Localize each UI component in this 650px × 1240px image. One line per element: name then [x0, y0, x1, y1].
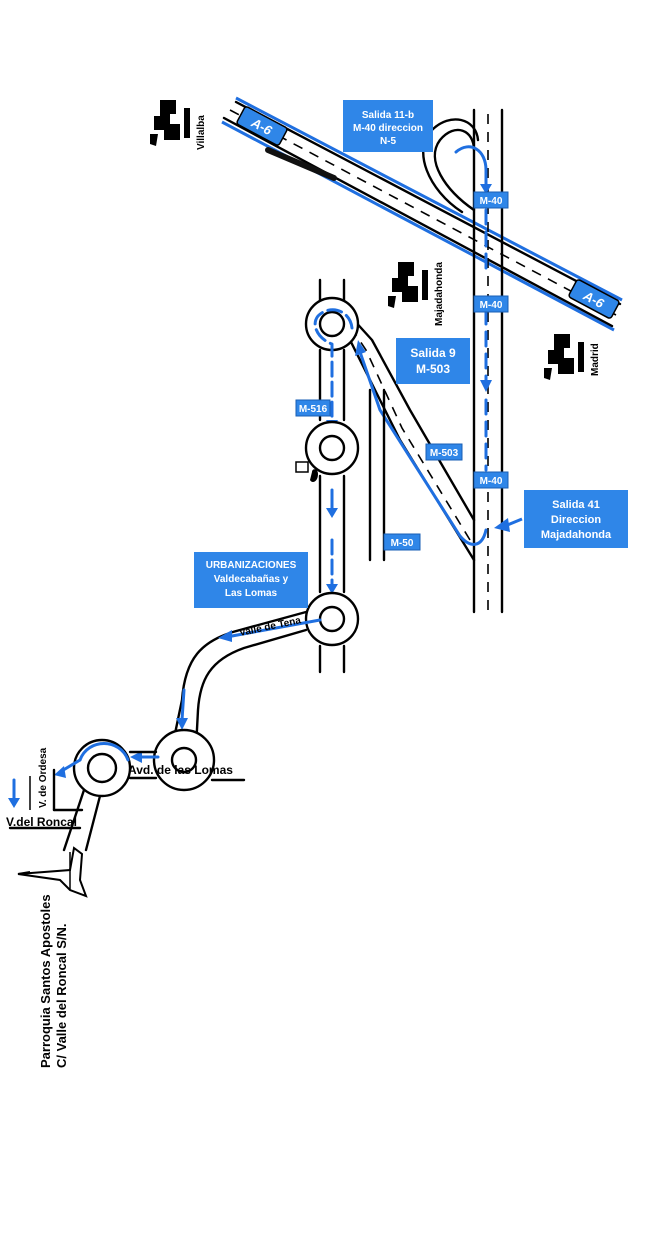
city-icon-madrid — [544, 334, 584, 380]
roundabout-m516 — [295, 420, 360, 594]
info-box-urbanizaciones: URBANIZACIONES Valdecabañas y Las Lomas — [194, 552, 308, 608]
a6-motorway — [221, 96, 623, 332]
info-box-salida-9-line1: Salida 9 — [410, 346, 456, 360]
info-box-salida-11b-line1: Salida 11-b — [362, 110, 414, 121]
shield-m40-b: M-40 — [473, 295, 509, 313]
roundabout-urbanizaciones — [304, 591, 360, 647]
city-icon-villalba — [150, 100, 190, 146]
m50-road — [368, 388, 386, 562]
shield-m516-text: M-516 — [299, 404, 328, 415]
info-box-salida-41-line1: Salida 41 — [552, 499, 600, 511]
shield-m50: M-50 — [383, 533, 421, 551]
roundabout-lomas — [128, 728, 246, 792]
street-label-v-del-roncal: V.del Roncal — [6, 815, 77, 829]
street-label-avd-de-las-lomas: Avd. de las Lomas — [128, 763, 233, 777]
shield-m40-c: M-40 — [473, 471, 509, 489]
a6-sign-bottom: A-6 — [568, 279, 620, 319]
destination-line1: Parroquia Santos Apostoles — [38, 894, 53, 1068]
info-box-salida-11b-line3: N-5 — [380, 136, 397, 147]
info-box-salida-11b-line2: M-40 direccion — [353, 123, 423, 134]
info-box-urbanizaciones-line1: URBANIZACIONES — [206, 560, 297, 571]
info-box-urbanizaciones-line3: Las Lomas — [225, 588, 278, 599]
gas-station-icon — [295, 461, 309, 473]
shield-m40-a-text: M-40 — [480, 196, 503, 207]
shield-m40-a: M-40 — [473, 191, 509, 209]
street-label-valle-de-tena: Valle de Tena — [238, 615, 302, 639]
shield-m40-c-text: M-40 — [480, 476, 503, 487]
valle-de-tena-road — [170, 610, 322, 750]
traffic-cars — [265, 147, 337, 181]
info-box-salida-41: Salida 41 Direccion Majadahonda — [524, 490, 628, 548]
info-box-salida-41-line2: Direccion — [551, 514, 601, 526]
city-icon-majadahonda — [388, 262, 428, 308]
shield-m503-text: M-503 — [430, 448, 459, 459]
info-box-salida-11b: Salida 11-b M-40 direccion N-5 — [343, 100, 433, 152]
shield-m503: M-503 — [425, 443, 463, 461]
shield-m50-text: M-50 — [391, 538, 414, 549]
city-label-majadahonda: Majadahonda — [434, 262, 445, 326]
destination-line2: C/ Valle del Roncal S/N. — [54, 924, 69, 1069]
pin-icon — [310, 469, 318, 482]
m40-route — [480, 208, 492, 472]
info-box-salida-9: Salida 9 M-503 — [396, 338, 470, 384]
destination-plot — [17, 846, 88, 898]
shield-m516: M-516 — [295, 399, 331, 417]
m516-road — [318, 278, 346, 674]
city-label-madrid: Madrid — [590, 343, 601, 376]
local-streets — [8, 768, 102, 852]
street-label-v-de-ordesa: V. de Ordesa — [38, 747, 49, 808]
shield-m40-b-text: M-40 — [480, 300, 503, 311]
info-box-salida-41-line3: Majadahonda — [541, 529, 612, 541]
roundabout-final — [54, 738, 132, 798]
info-box-salida-9-line2: M-503 — [416, 362, 450, 376]
salida-41-pointer — [494, 517, 523, 532]
a6-sign-top: A-6 — [236, 106, 288, 146]
info-box-urbanizaciones-line2: Valdecabañas y — [214, 574, 289, 585]
city-label-villalba: Villalba — [196, 115, 207, 150]
